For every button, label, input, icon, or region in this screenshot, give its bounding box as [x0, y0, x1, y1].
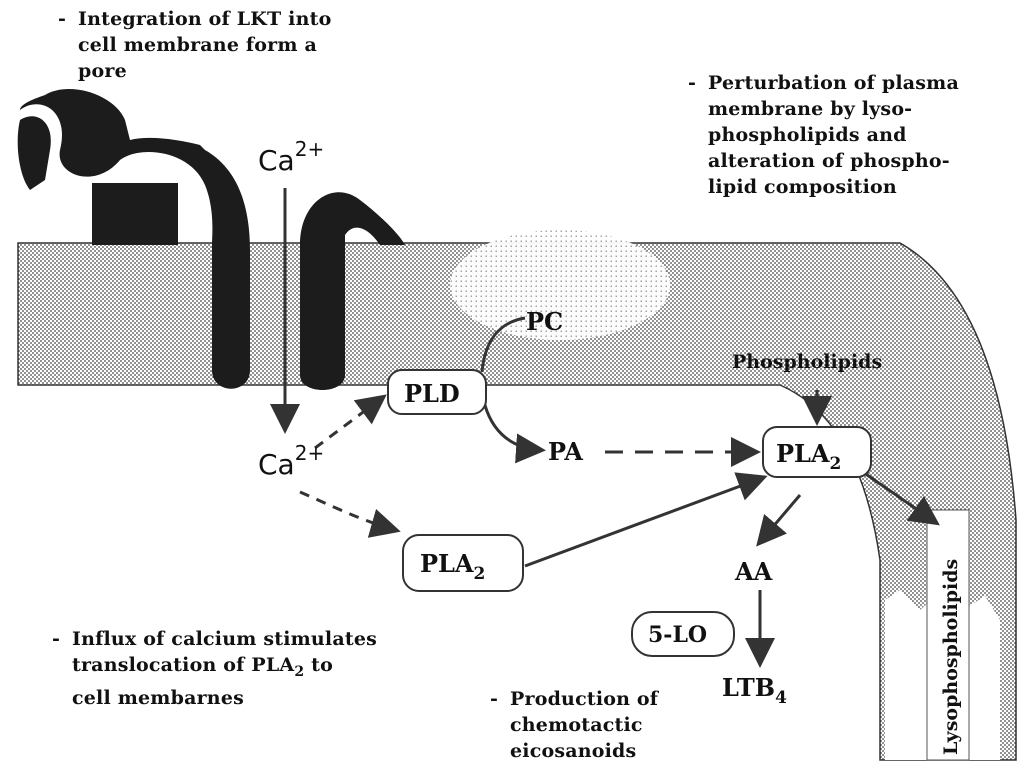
ltb4-label: LTB4 — [722, 673, 787, 708]
arrow-ca-to-pla2 — [300, 492, 395, 530]
lysophospholipids-label: Lysophospholipids — [940, 559, 962, 755]
ca-mid-label: Ca2+ — [258, 441, 324, 481]
ca-top-label: Ca2+ — [258, 137, 324, 177]
pc-label: PC — [526, 307, 563, 336]
arrow-ca-to-pld — [315, 398, 382, 448]
aa-label: AA — [734, 557, 773, 586]
note-perturbation: -Perturbation of plasma membrane by lyso… — [688, 70, 959, 200]
arrow-pla2-to-aa — [760, 495, 800, 542]
arrow-pld-to-pa — [482, 392, 540, 450]
note-production: -Production of chemotactic eicosanoids — [490, 686, 658, 764]
phospholipids-label: Phospholipids — [732, 351, 882, 373]
pld-label: PLD — [404, 379, 460, 408]
arrow-pla2-translocation — [525, 478, 762, 566]
pa-label: PA — [548, 437, 583, 466]
note-integration: -Integration of LKT into cell membrane f… — [58, 6, 331, 84]
note-influx: -Influx of calcium stimulates translocat… — [52, 626, 377, 711]
five-lo-label: 5-LO — [648, 622, 707, 648]
